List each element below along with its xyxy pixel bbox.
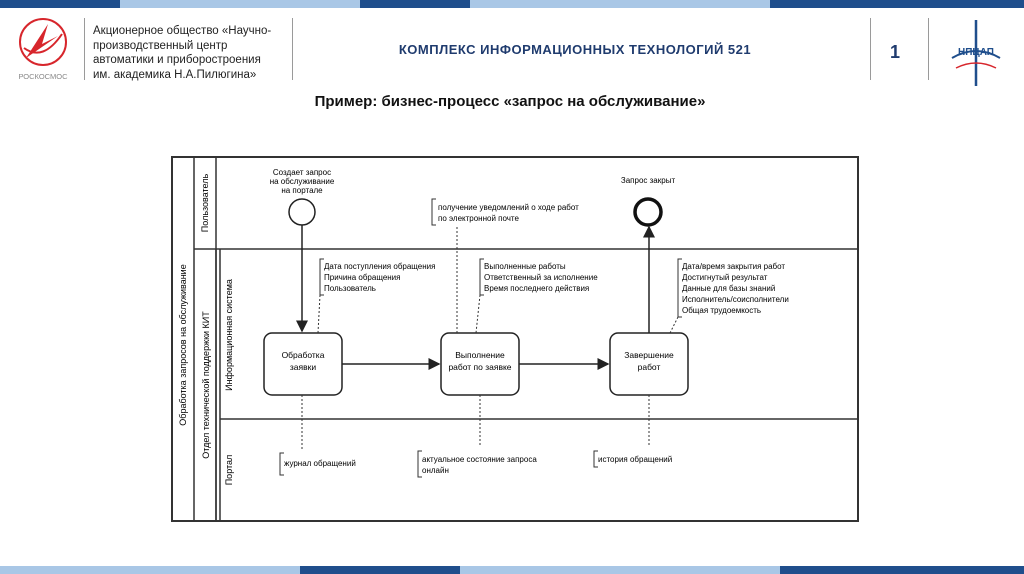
header-title: КОМПЛЕКС ИНФОРМАЦИОННЫХ ТЕХНОЛОГИЙ 521 <box>398 42 752 57</box>
data-annotation: Пользователь <box>324 284 376 293</box>
roscosmos-logo: РОСКОСМОС <box>12 14 74 84</box>
data-annotation: Общая трудоемкость <box>682 306 761 315</box>
lane-label-user: Пользователь <box>200 173 210 232</box>
divider <box>870 18 871 80</box>
data-annotation: Время последнего действия <box>484 284 589 293</box>
notification-annotation: по электронной почте <box>438 214 520 223</box>
portal-annotation: история обращений <box>598 455 672 464</box>
start-event-label: на портале <box>281 186 323 195</box>
data-annotation: Ответственный за исполнение <box>484 273 598 282</box>
data-annotation: Дата поступления обращения <box>324 262 435 271</box>
end-event <box>633 197 663 227</box>
task-label: Завершение <box>624 350 674 360</box>
notification-annotation: получение уведомлений о ходе работ <box>438 203 579 212</box>
start-event-label: на обслуживание <box>270 177 335 186</box>
task-label: Выполнение <box>455 350 505 360</box>
portal-annotation: журнал обращений <box>284 459 356 468</box>
divider <box>292 18 293 80</box>
data-annotation: Достигнутый результат <box>682 273 768 282</box>
start-event-label: Создает запрос <box>273 168 331 177</box>
task-label: Обработка <box>282 350 325 360</box>
lane-label-portal: Портал <box>224 455 234 486</box>
top-decor-bar <box>0 0 1024 8</box>
npcap-logo: НПЦАП <box>946 18 1006 88</box>
bpmn-diagram: Обработка запросов на обслуживание Польз… <box>170 155 860 523</box>
start-event <box>288 198 316 226</box>
task-label: работ <box>638 362 661 372</box>
data-annotation: Данные для базы знаний <box>682 284 775 293</box>
bottom-decor-bar <box>0 566 1024 574</box>
data-annotation: Причина обращения <box>324 273 400 282</box>
sub-pool-label: Отдел технической поддержки КИТ <box>201 311 211 459</box>
pool-label: Обработка запросов на обслуживание <box>178 264 188 425</box>
portal-annotation: актуальное состояние запроса <box>422 455 537 464</box>
divider <box>928 18 929 80</box>
portal-annotation: онлайн <box>422 466 449 475</box>
organization-name: Акционерное общество «Научно- производст… <box>93 25 272 81</box>
page-number: 1 <box>890 42 901 62</box>
lane-label-is: Информационная система <box>224 279 234 391</box>
task-label: заявки <box>290 362 316 372</box>
end-event-label: Запрос закрыт <box>621 176 676 185</box>
slide-title: Пример: бизнес-процесс «запрос на обслуж… <box>314 93 706 110</box>
divider <box>84 18 85 80</box>
npcap-logo-text: НПЦАП <box>958 47 994 58</box>
roscosmos-caption: РОСКОСМОС <box>18 72 68 81</box>
data-annotation: Исполнитель/соисполнители <box>682 295 789 304</box>
task-label: работ по заявке <box>448 362 511 372</box>
data-annotation: Дата/время закрытия работ <box>682 262 785 271</box>
data-annotation: Выполненные работы <box>484 262 566 271</box>
